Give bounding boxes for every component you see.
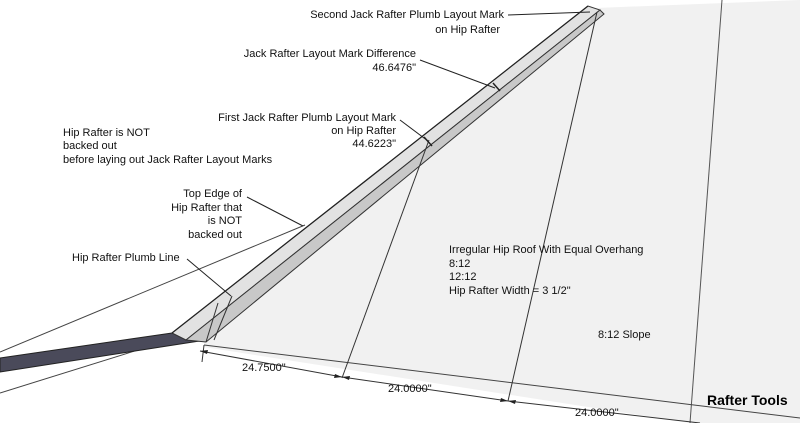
label-top-edge-l2: Hip Rafter that — [171, 202, 242, 214]
leader-plumb-line — [186, 258, 232, 297]
jack-mark-2 — [492, 82, 501, 92]
label-first-mark-l3: 44.6223" — [352, 138, 396, 150]
label-pitch-2: 12:12 — [449, 271, 477, 283]
dim-label-2: 24.0000" — [388, 383, 432, 395]
leader-top-edge — [246, 196, 304, 227]
label-top-edge-l1: Top Edge of — [183, 188, 243, 200]
dim-label-1: 24.7500" — [242, 362, 286, 374]
label-difference-l2: 46.6476" — [372, 62, 416, 74]
hip-rafter-top-edge — [171, 5, 589, 334]
dim-arrow-1a — [200, 350, 208, 354]
wall-line-upper — [0, 224, 306, 353]
leader-second-mark — [507, 11, 591, 16]
label-first-mark-l2: on Hip Rafter — [331, 125, 396, 137]
dim-label-3: 24.0000" — [575, 407, 619, 419]
leader-first-mark — [399, 119, 429, 142]
jack-line-1 — [341, 139, 430, 379]
jack-line-2 — [507, 11, 598, 402]
label-top-edge-l3: is NOT — [208, 215, 243, 227]
eave-line — [203, 344, 800, 419]
dim-line-1 — [199, 350, 343, 378]
plumb-cut-line-2 — [213, 295, 233, 341]
dim-line-2 — [341, 376, 509, 402]
label-difference-l1: Jack Rafter Layout Mark Difference — [244, 48, 416, 60]
label-plumb-line: Hip Rafter Plumb Line — [72, 252, 180, 264]
leader-difference — [419, 59, 496, 89]
dim-extension-1 — [201, 344, 205, 363]
dim-arrow-1b — [334, 374, 342, 378]
label-roof-title: Irregular Hip Roof With Equal Overhang — [449, 244, 643, 256]
roof-edge-right — [689, 0, 723, 423]
label-not-backed-l1: Hip Rafter is NOT — [63, 127, 150, 139]
label-pitch-1: 8:12 — [449, 258, 470, 270]
dim-line-3 — [507, 400, 701, 423]
brand-label: Rafter Tools — [707, 392, 788, 408]
roof-plane — [204, 0, 800, 423]
dim-arrow-2a — [342, 376, 350, 380]
label-not-backed-l2: backed out — [63, 140, 117, 152]
label-width: Hip Rafter Width = 3 1/2" — [449, 285, 571, 297]
label-not-backed-l3: before laying out Jack Rafter Layout Mar… — [63, 154, 273, 166]
hip-rafter-side — [184, 9, 605, 343]
label-first-mark-l1: First Jack Rafter Plumb Layout Mark — [218, 112, 396, 124]
label-slope: 8:12 Slope — [598, 329, 651, 341]
plumb-cut-line — [205, 302, 219, 343]
label-top-edge-l4: backed out — [188, 229, 242, 241]
label-second-mark-l1: Second Jack Rafter Plumb Layout Mark — [310, 9, 504, 21]
dim-arrow-3a — [508, 400, 516, 404]
label-second-mark-l2: on Hip Rafter — [435, 24, 500, 36]
dim-arrow-2b — [500, 398, 508, 402]
